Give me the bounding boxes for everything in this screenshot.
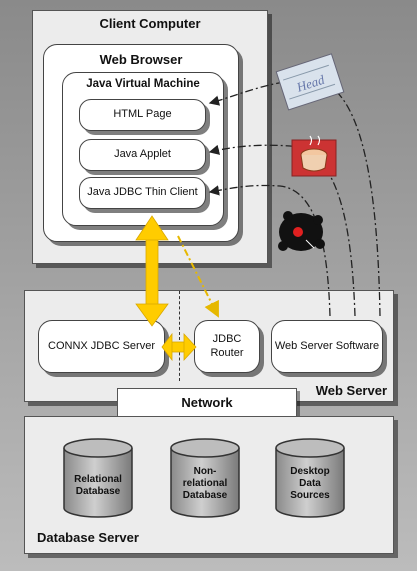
jdbc-thin-client-box: Java JDBC Thin Client (79, 177, 206, 209)
web-browser-title: Web Browser (99, 52, 183, 67)
html-page-box: HTML Page (79, 99, 206, 131)
jdbc-router-line2: Router (210, 346, 244, 359)
java-applet-box: Java Applet (79, 139, 206, 171)
web-server-divider (179, 291, 180, 381)
web-server-title: Web Server (315, 383, 387, 398)
head-document-icon: Head (275, 53, 345, 111)
network-bar: Network (117, 388, 297, 418)
relational-database-label: Relational Database (74, 474, 122, 497)
java-cup-icon (291, 135, 337, 177)
desktop-data-sources-label: Desktop Data Sources (290, 466, 330, 501)
web-server-software-box: Web Server Software (271, 320, 383, 373)
jvm-title: Java Virtual Machine (86, 78, 200, 90)
database-server-title: Database Server (37, 530, 139, 545)
jdbc-router-line1: JDBC (212, 333, 242, 346)
client-computer-title: Client Computer (99, 16, 201, 31)
jdbc-router-box: JDBC Router (194, 320, 260, 373)
gear-component-icon (278, 211, 325, 251)
connx-jdbc-server-box: CONNX JDBC Server (38, 320, 165, 373)
svg-text:Head: Head (294, 72, 327, 95)
nonrelational-database-label: Non- relational Database (182, 466, 228, 501)
